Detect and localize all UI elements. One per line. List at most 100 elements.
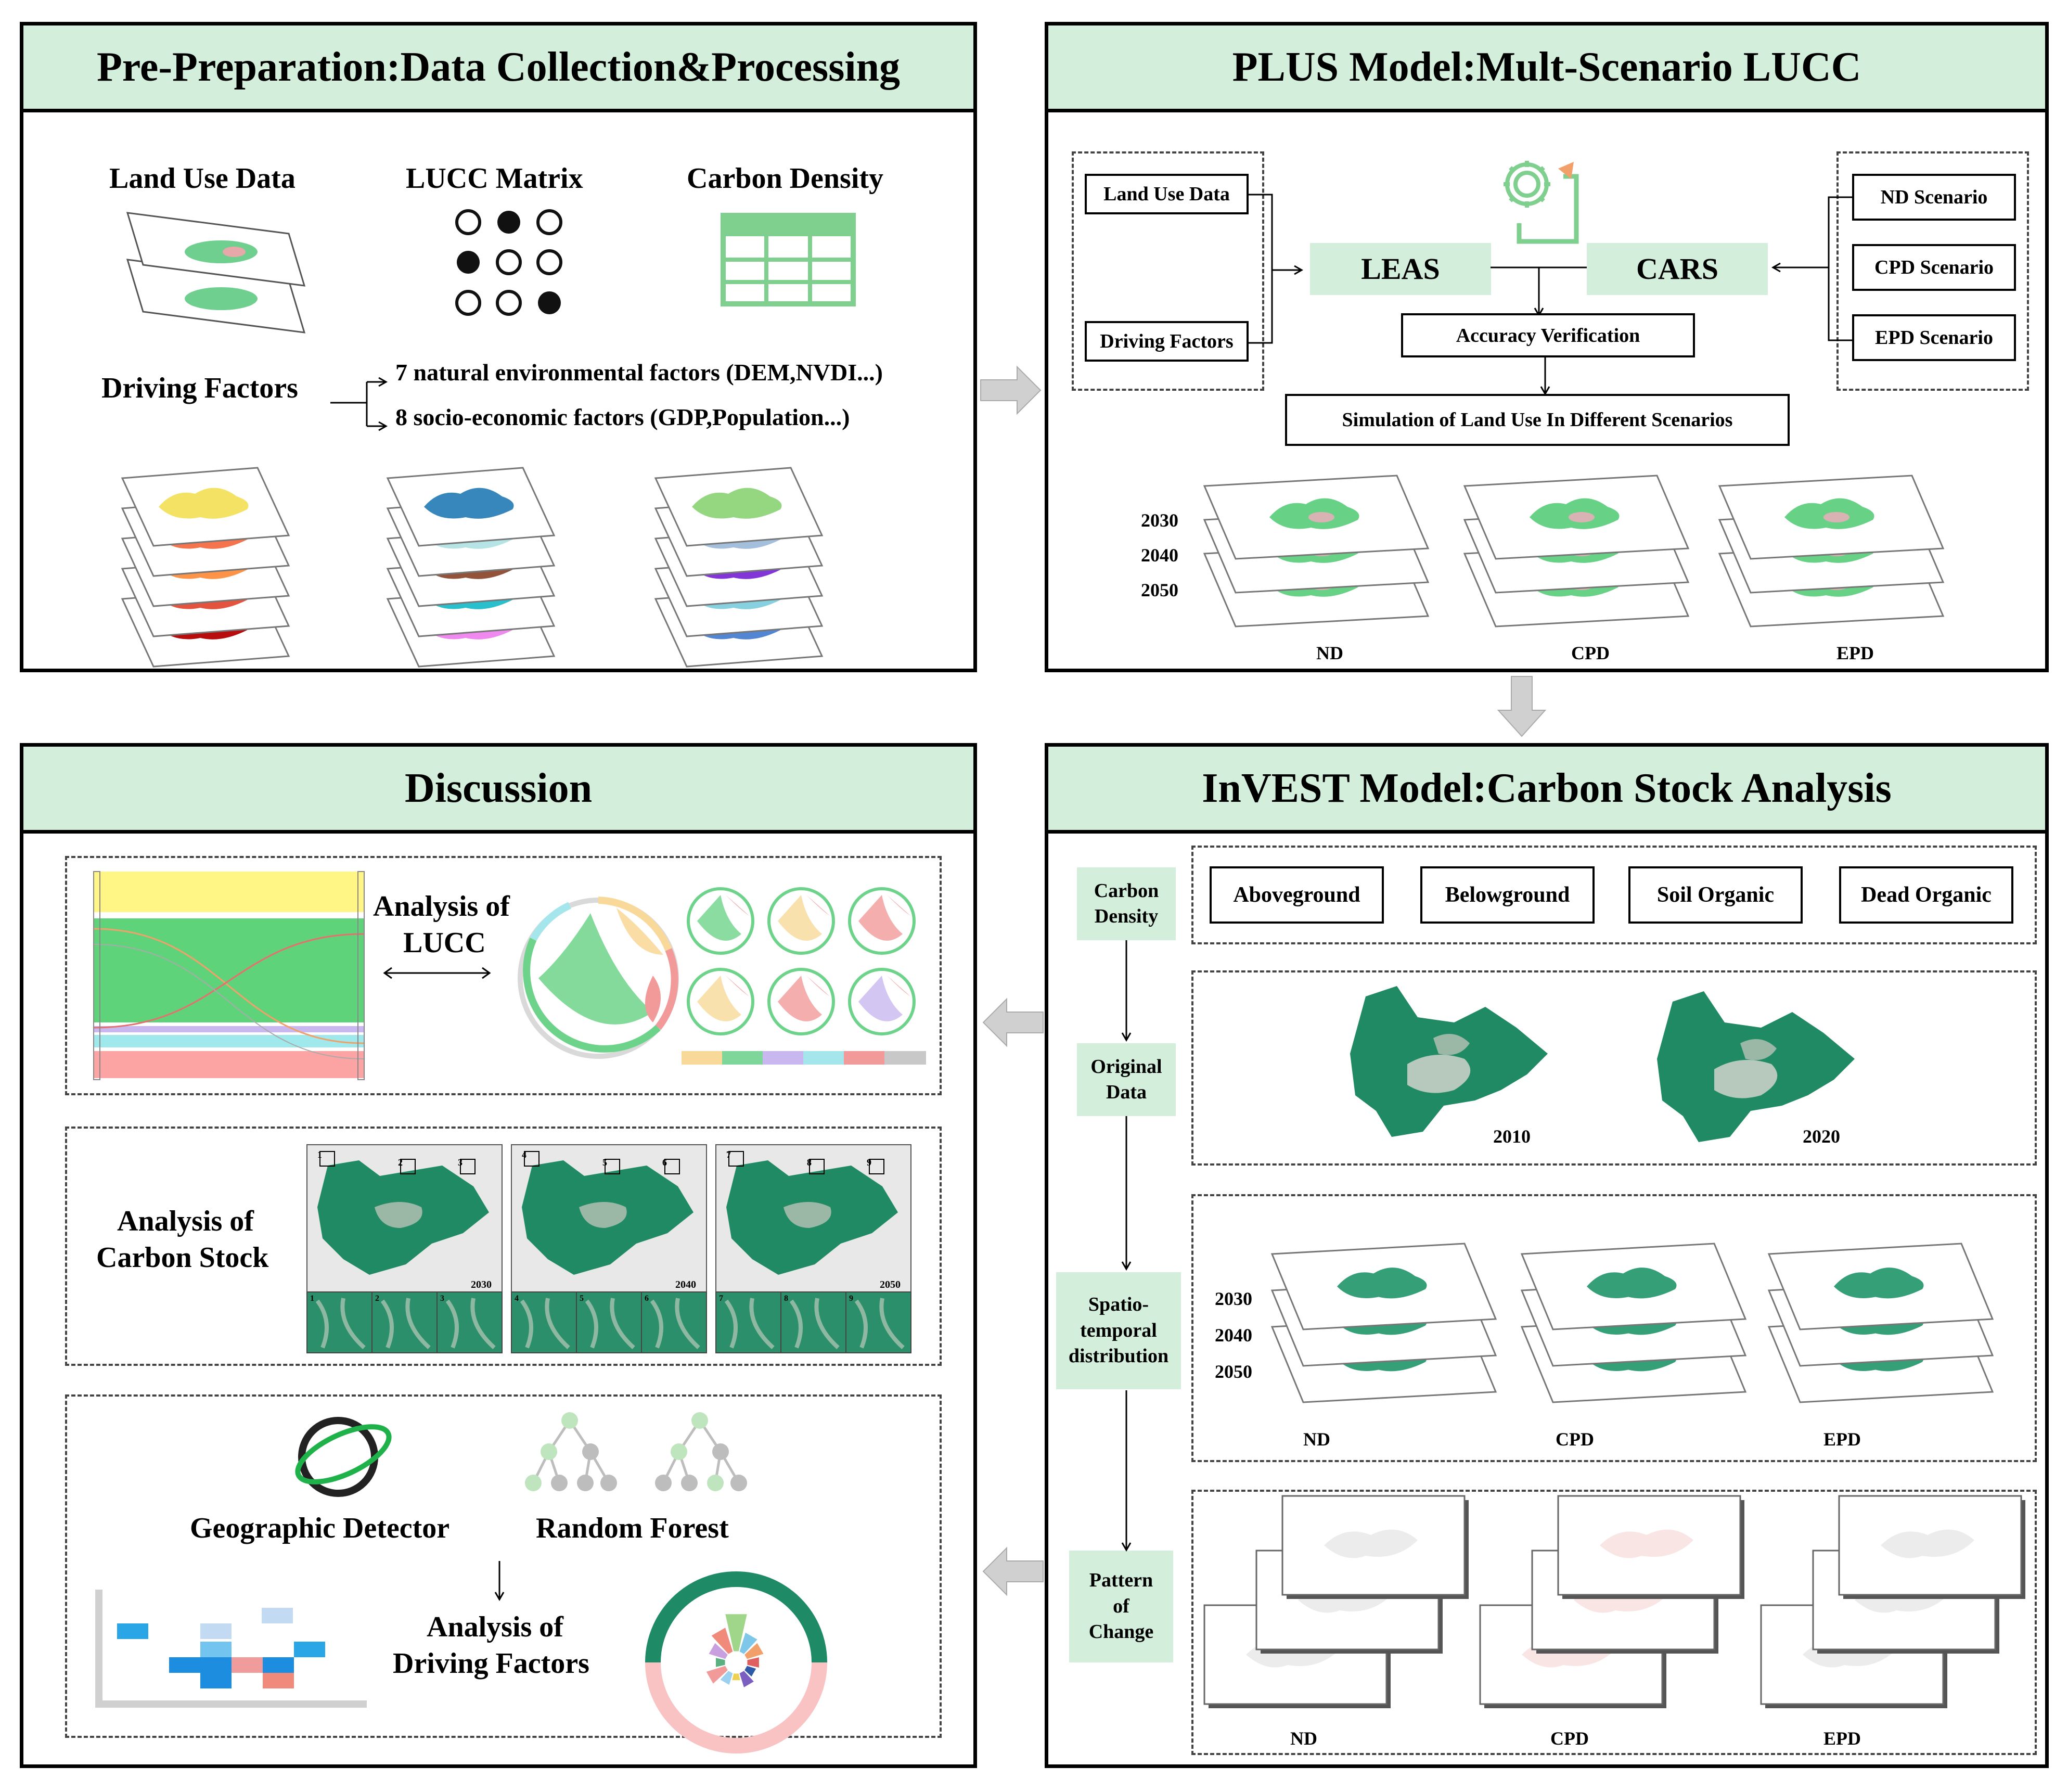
invest-nd-label: ND <box>1303 1429 1330 1450</box>
geographic-detector-icon <box>295 1417 392 1497</box>
chord-diagram-small-grid <box>687 887 916 1035</box>
map-inset-number: 1 <box>310 1294 314 1303</box>
cpd-scenario-box: CPD Scenario <box>1852 244 2016 291</box>
accuracy-to-simulation-arrow <box>1540 357 1550 396</box>
lucc-matrix-label: LUCC Matrix <box>406 162 583 195</box>
invest-epd-label: EPD <box>1823 1429 1861 1450</box>
land-use-data-label: Land Use Data <box>109 162 296 195</box>
carbon-pools-section <box>1191 846 2037 944</box>
chord-diagram-large <box>518 897 679 1059</box>
heatmap-chart <box>95 1590 367 1708</box>
carbon-stock-analysis-section <box>65 1127 942 1366</box>
pre-preparation-title: Pre-Preparation:Data Collection&Processi… <box>23 25 973 112</box>
nd-scenario-box: ND Scenario <box>1852 174 2016 221</box>
pattern-of-change-step: Pattern of Change <box>1069 1551 1173 1662</box>
change-epd-label: EPD <box>1823 1728 1861 1749</box>
driving-factors-analysis-section <box>65 1394 942 1738</box>
invest-year-2030: 2030 <box>1215 1288 1252 1309</box>
change-cpd-stack <box>1479 1495 1744 1708</box>
plus-epd-label: EPD <box>1836 643 1874 663</box>
flow-arrow-left-icon-lower <box>982 1546 1044 1596</box>
sankey-diagram <box>93 871 365 1080</box>
plus-year-2030: 2030 <box>1141 510 1178 531</box>
invest-year-2050: 2050 <box>1215 1361 1252 1382</box>
map-inset-number: 3 <box>440 1294 444 1303</box>
invest-flow-arrows <box>1121 940 1132 1552</box>
plus-cpd-label: CPD <box>1571 643 1610 663</box>
cars-box: CARS <box>1587 243 1768 295</box>
map-inset-number: 8 <box>784 1294 788 1303</box>
geographic-detector-label: Geographic Detector <box>190 1512 450 1544</box>
plus-driving-factors-box: Driving Factors <box>1085 321 1249 362</box>
aboveground-box: Aboveground <box>1210 866 1384 924</box>
radial-bar-chart <box>645 1571 827 1753</box>
change-nd-stack <box>1203 1495 1469 1708</box>
pattern-of-change-step-text: Pattern of Change <box>1088 1569 1154 1643</box>
epd-scenario-box: EPD Scenario <box>1852 314 2016 361</box>
change-nd-label: ND <box>1290 1728 1317 1749</box>
plus-year-2040: 2040 <box>1141 545 1178 566</box>
driving-factors-bracket <box>330 377 388 431</box>
map-inset-number: 6 <box>645 1294 649 1303</box>
invest-model-panel: InVEST Model:Carbon Stock Analysis Carbo… <box>1045 743 2049 1768</box>
carbon-map-2020 <box>1657 991 1855 1142</box>
driving-factors-label: Driving Factors <box>101 372 298 404</box>
flow-arrow-down-icon <box>1497 676 1547 737</box>
discussion-panel: Discussion Analysis of LUCC <box>20 743 977 1768</box>
down-arrow-icon <box>494 1561 505 1602</box>
gear-icon <box>1504 161 1579 244</box>
analysis-driving-label-2: Driving Factors <box>393 1647 589 1680</box>
plus-nd-label: ND <box>1316 643 1343 663</box>
year-2010-label: 2010 <box>1493 1126 1531 1147</box>
lucc-matrix-icon <box>455 209 562 316</box>
plus-model-title: PLUS Model:Mult-Scenario LUCC <box>1048 25 2045 112</box>
spatio-temporal-step-text: Spatio- temporal distribution <box>1068 1294 1169 1367</box>
analysis-carbon-label-1: Analysis of <box>117 1205 254 1237</box>
accuracy-verification-box: Accuracy Verification <box>1401 313 1695 357</box>
belowground-box: Belowground <box>1420 866 1595 924</box>
socio-factors-text: 8 socio-economic factors (GDP,Population… <box>395 404 850 430</box>
invest-year-2040: 2040 <box>1215 1325 1252 1346</box>
random-forest-label: Random Forest <box>536 1512 729 1544</box>
original-data-step-text: Original Data <box>1090 1055 1162 1103</box>
carbon-density-table-icon <box>721 213 856 306</box>
plus-model-panel: PLUS Model:Mult-Scenario LUCC Land Use D… <box>1045 22 2049 672</box>
analysis-carbon-label-2: Carbon Stock <box>96 1241 269 1274</box>
dead-organic-box: Dead Organic <box>1839 866 2013 924</box>
change-cpd-label: CPD <box>1550 1728 1589 1749</box>
driving-factor-maps-socio <box>654 467 824 668</box>
invest-nd-map-stack <box>1270 1243 1497 1403</box>
pre-preparation-panel: Pre-Preparation:Data Collection&Processi… <box>20 22 977 672</box>
original-data-step: Original Data <box>1077 1043 1176 1116</box>
natural-factors-text: 7 natural environmental factors (DEM,NVD… <box>395 359 883 386</box>
plus-inputs-group <box>1072 151 1264 391</box>
plus-epd-map-stack <box>1718 475 1945 628</box>
discussion-title: Discussion <box>23 747 973 834</box>
plus-cpd-map-stack <box>1463 475 1690 628</box>
invest-model-title: InVEST Model:Carbon Stock Analysis <box>1048 747 2045 834</box>
change-epd-stack <box>1760 1495 2025 1708</box>
map-inset-number: 7 <box>719 1294 723 1303</box>
scenarios-connector <box>1771 196 1852 341</box>
leas-box: LEAS <box>1310 243 1491 295</box>
spatio-temporal-step: Spatio- temporal distribution <box>1056 1272 1181 1389</box>
map-inset-number: 5 <box>580 1294 584 1303</box>
spatio-temporal-section <box>1191 1194 2037 1462</box>
analysis-driving-label-1: Analysis of <box>427 1611 563 1643</box>
plus-inputs-connector <box>1249 194 1304 344</box>
land-use-map-stack-icon <box>126 212 306 334</box>
simulation-box: Simulation of Land Use In Different Scen… <box>1285 394 1790 446</box>
map-year-label: 2040 <box>675 1279 696 1290</box>
map-year-label: 2030 <box>471 1279 492 1290</box>
analysis-lucc-label-2: LUCC <box>403 927 486 959</box>
flow-arrow-left-icon-upper <box>982 997 1044 1047</box>
invest-cpd-label: CPD <box>1556 1429 1594 1450</box>
driving-factor-maps-mixed <box>386 467 556 668</box>
invest-cpd-map-stack <box>1520 1243 1747 1403</box>
carbon-density-label: Carbon Density <box>687 162 884 195</box>
carbon-map-2010 <box>1350 986 1548 1137</box>
plus-nd-map-stack <box>1203 475 1430 628</box>
